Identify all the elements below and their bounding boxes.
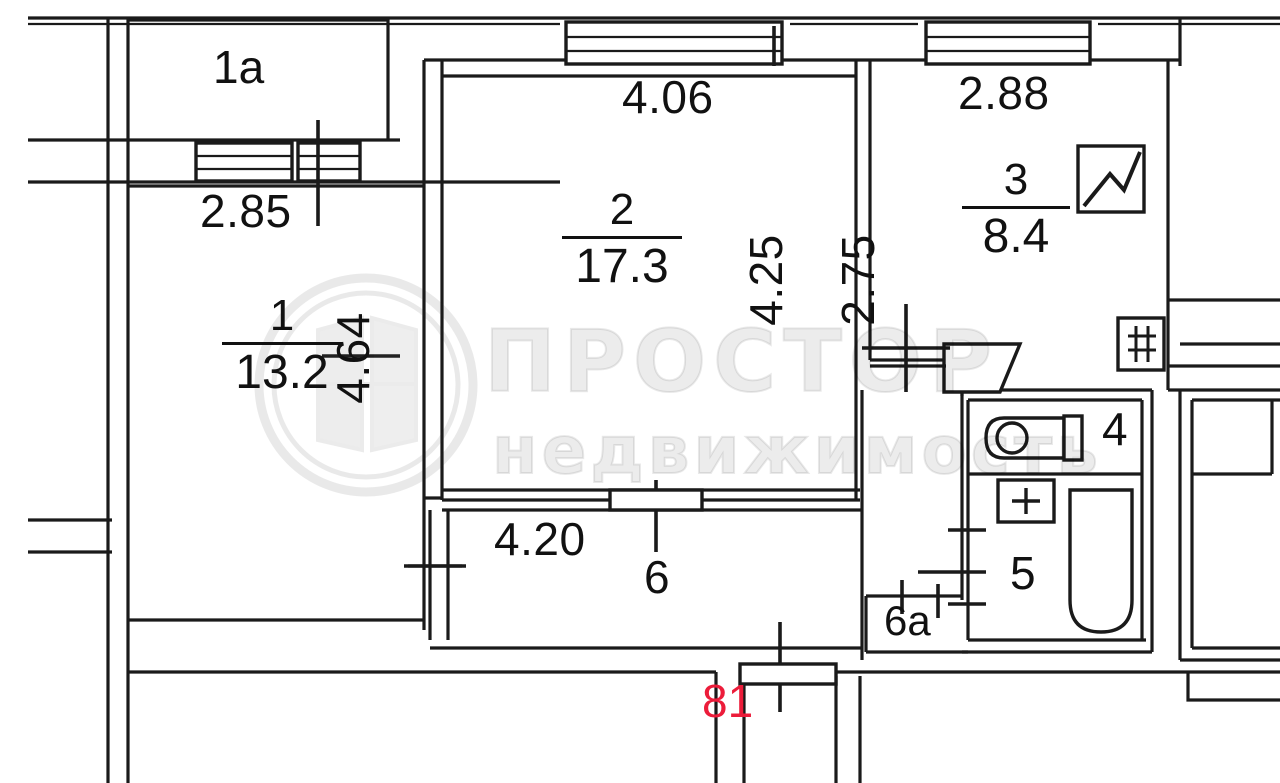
- stove-icon-zigzag: [1082, 151, 1142, 208]
- dimension-2-85: 2.85: [200, 185, 292, 237]
- dimension-4-06: 4.06: [622, 71, 714, 123]
- fixtures: [870, 144, 1166, 634]
- room-label-6: 6: [644, 551, 670, 603]
- dimension-ticks: [316, 26, 986, 712]
- toilet-icon-seat: [995, 421, 1029, 455]
- balcony-1a-outline: [128, 18, 390, 140]
- room-label-4: 4: [1102, 403, 1128, 455]
- room-1-number: 1: [269, 291, 295, 340]
- toilet-icon-tank: [1062, 414, 1084, 462]
- room-label-3: 3 8.4: [962, 155, 1070, 263]
- room-label-5: 5: [1010, 547, 1036, 599]
- window-lines-1: [196, 154, 292, 171]
- dim-tick-2-75: [862, 304, 950, 392]
- dimension-4-64: 4.64: [326, 312, 379, 404]
- dim-tick-bath-left: [918, 528, 986, 606]
- room-3-area: 8.4: [982, 209, 1050, 263]
- room-label-2: 2 17.3: [562, 185, 682, 293]
- window-lines-3: [566, 35, 782, 53]
- room-3-walls: [868, 18, 1280, 392]
- room-label-1a: 1a: [213, 41, 265, 93]
- dimension-2-88: 2.88: [958, 67, 1050, 119]
- windows: [194, 20, 1092, 183]
- room-6-walls: [408, 390, 968, 660]
- neighbour-outlines: [1168, 298, 1280, 702]
- room-2-divider: [562, 235, 682, 239]
- dimension-4-20: 4.20: [494, 513, 586, 565]
- neighbour-wall-bottom-step: [1186, 672, 1280, 702]
- structural-walls: [28, 16, 1280, 783]
- window-lines-2: [298, 154, 360, 171]
- window-icon-room3: [924, 20, 1092, 66]
- door-opening-entry: [738, 662, 838, 686]
- room-3-divider: [962, 205, 1070, 209]
- door-swing-icon-kitchen: [942, 342, 1023, 394]
- room-label-1: 1 13.2: [222, 291, 342, 399]
- dimension-4-25: 4.25: [739, 234, 792, 326]
- window-icon-balcony-left: [194, 141, 294, 183]
- dim-tick-6a: [900, 580, 940, 618]
- room-1-walls: [128, 60, 444, 630]
- apartment-number: 81: [702, 675, 754, 727]
- window-lines-4: [926, 35, 1090, 53]
- room-label-6a: 6a: [884, 597, 931, 644]
- room-2-area: 17.3: [575, 239, 669, 293]
- room-2-number: 2: [609, 185, 635, 234]
- ventilation-duct-icon-1: [1116, 316, 1166, 372]
- room-1-area: 13.2: [235, 345, 329, 399]
- window-icon-balcony-right: [296, 141, 362, 183]
- room-1-divider: [222, 341, 342, 345]
- ventilation-duct-icon-1-hatch: [1128, 326, 1156, 362]
- room-3-number: 3: [1003, 155, 1029, 204]
- door-opening-room2-corridor: [608, 488, 704, 512]
- sink-icon-tap: [1012, 488, 1040, 514]
- bathroom-block-walls: [870, 358, 1154, 654]
- window-icon-room2: [564, 20, 784, 66]
- dimension-2-75: 2.75: [831, 234, 884, 326]
- bathtub-icon: [1068, 488, 1134, 634]
